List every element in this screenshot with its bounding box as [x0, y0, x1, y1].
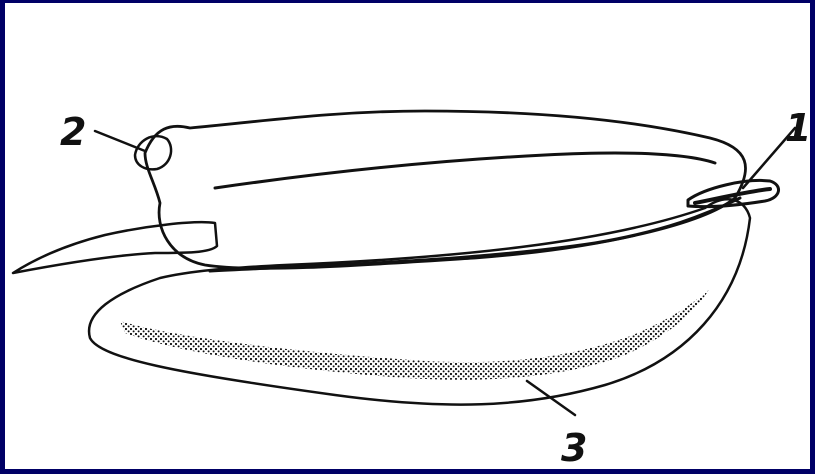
callout-label-3: 3: [561, 426, 587, 469]
callout-line-3: [527, 381, 575, 415]
callout-line-2: [95, 131, 145, 151]
foot-dark-band: [120, 288, 710, 380]
mantle-fold-line: [215, 153, 715, 188]
callout-label-1: 1: [785, 106, 810, 150]
lower-edge-line: [210, 198, 740, 271]
siphon-shape: [135, 136, 171, 169]
mantle-shape: [145, 111, 746, 268]
figure-frame: 1 2 3: [5, 3, 810, 469]
callout-label-2: 2: [60, 110, 86, 154]
pointed-process: [13, 222, 217, 273]
specimen-illustration: 1 2 3: [5, 3, 810, 469]
